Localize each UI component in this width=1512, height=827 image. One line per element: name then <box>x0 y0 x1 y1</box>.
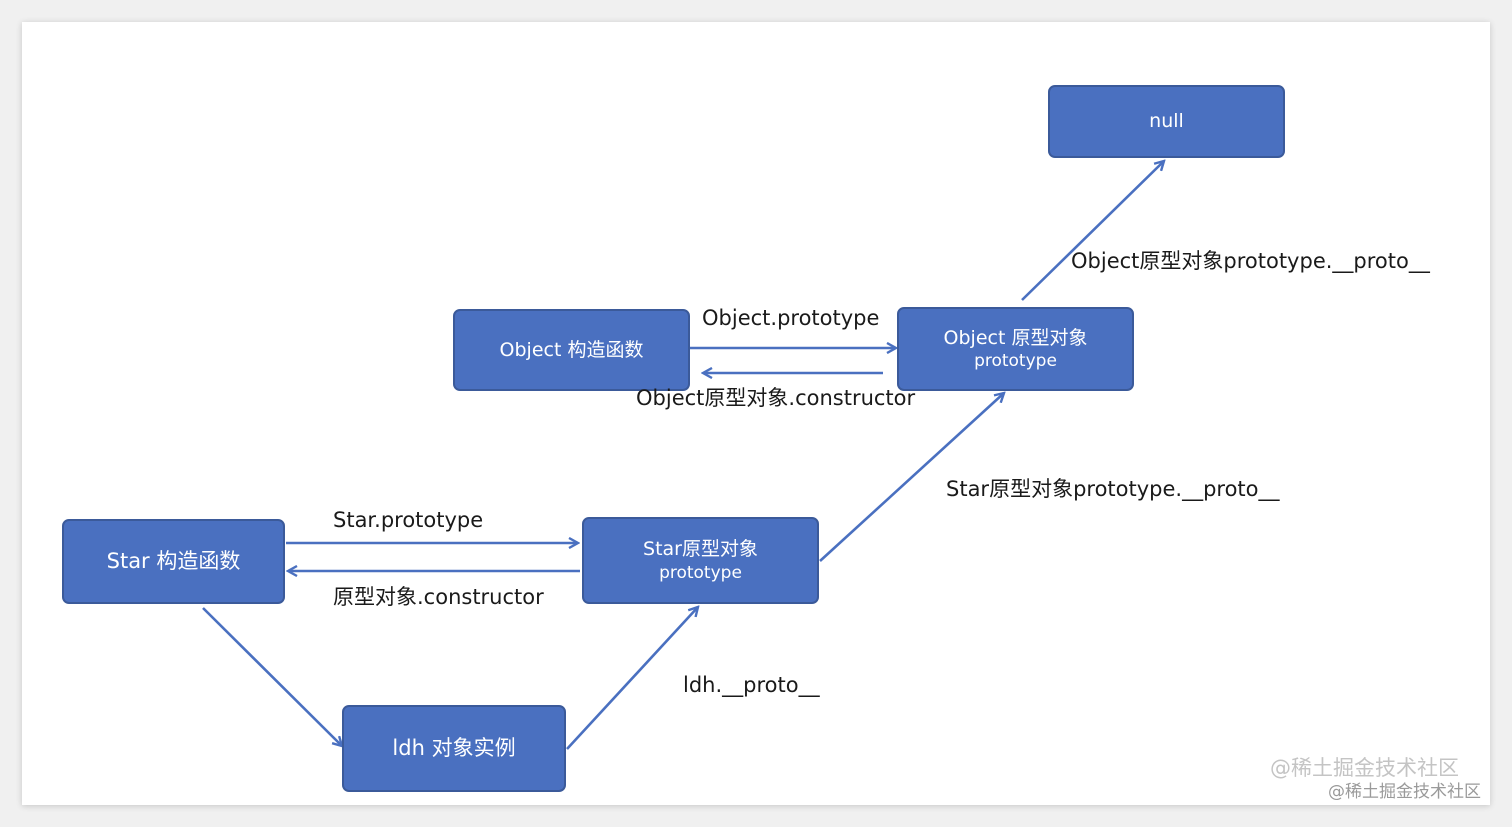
object-proto-edge-label: Object原型对象prototype.__proto__ <box>1071 249 1430 273</box>
star-constructor-node: Star 构造函数 <box>62 519 285 604</box>
null-node: null <box>1048 85 1285 158</box>
object-prototype-node: Object 原型对象 prototype <box>897 307 1134 391</box>
star-constructor-edge-label: 原型对象.constructor <box>333 585 544 609</box>
object-prototype-line2: prototype <box>974 351 1057 372</box>
ldh-proto-edge-label: ldh.__proto__ <box>683 673 820 697</box>
object-prototype-line1: Object 原型对象 <box>943 326 1088 349</box>
star-prototype-line2: prototype <box>659 562 742 583</box>
arrow-ldh-proto <box>566 607 698 750</box>
star-prototype-node: Star原型对象 prototype <box>582 517 819 604</box>
ldh-instance-node: ldh 对象实例 <box>342 705 566 792</box>
arrow-star-proto-to-object-proto <box>819 393 1004 562</box>
object-prototype-edge-label: Object.prototype <box>702 306 880 330</box>
object-constructor-edge-label: Object原型对象.constructor <box>636 386 916 410</box>
star-proto-edge-label: Star原型对象prototype.__proto__ <box>946 477 1280 501</box>
arrow-object-proto-to-null <box>1021 161 1164 301</box>
ldh-instance-label: ldh 对象实例 <box>392 735 516 760</box>
object-constructor-node: Object 构造函数 <box>453 309 690 391</box>
object-constructor-label: Object 构造函数 <box>499 338 644 361</box>
arrow-star-to-ldh <box>202 607 342 746</box>
star-prototype-edge-label: Star.prototype <box>333 508 484 532</box>
watermark-small: @稀土掘金技术社区 <box>1328 782 1481 802</box>
star-constructor-label: Star 构造函数 <box>106 548 241 573</box>
null-node-label: null <box>1149 110 1184 133</box>
star-prototype-line1: Star原型对象 <box>643 538 758 561</box>
watermark-large: @稀土掘金技术社区 <box>1270 756 1459 780</box>
